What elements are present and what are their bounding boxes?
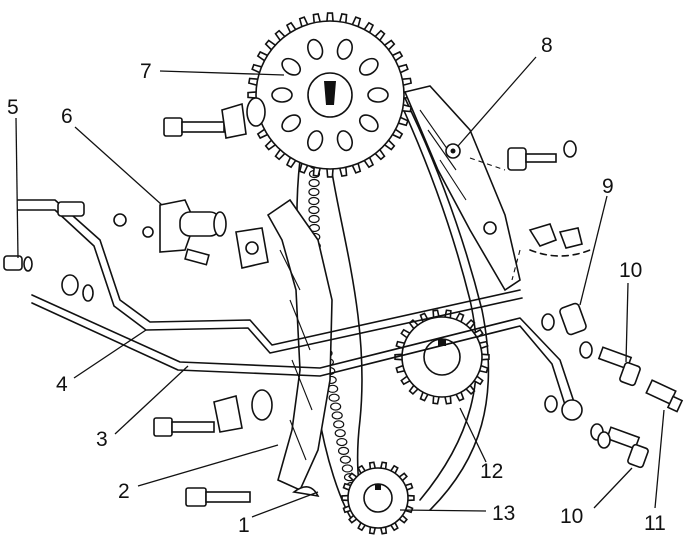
crankshaft-sprocket [341,461,415,535]
tensioner-gasket [235,227,269,269]
callout-10-lower: 10 [560,505,583,528]
callout-labels: 1 2 3 4 5 6 7 8 9 10 10 11 12 13 [7,34,666,537]
callout-8: 8 [541,34,553,57]
chain-link [337,446,350,455]
sprocket-hole [281,57,302,76]
sprocket-hole [271,87,293,103]
banjo-bolt-lower [605,426,649,469]
banjo-bolt-left [3,255,94,302]
guide-mount-bolt [507,140,577,171]
callout-5: 5 [7,96,19,119]
sprocket-hole [358,57,379,76]
chain-link [308,178,320,188]
banjo-bolt-upper [597,346,641,387]
chain-link [308,205,320,215]
intermediate-sprocket [394,309,490,405]
callout-11: 11 [644,512,666,535]
chain-link [308,196,320,206]
oil-pipe-lower [31,294,576,409]
chain-link [336,437,348,447]
sealing-washers [541,313,611,449]
chain-link [339,455,352,464]
chain-link [333,420,345,429]
callout-12: 12 [480,460,503,483]
sprocket-hole [281,114,302,133]
callout-9: 9 [602,175,614,198]
leader-lines [15,56,665,518]
tensioner-rail [266,198,333,492]
chain-link [334,429,346,438]
guide-pivot-bolt [153,389,273,437]
sprocket-hole [358,114,379,133]
chain-link [331,411,343,420]
chain-link [341,464,353,473]
sprocket-hole [336,38,353,60]
callout-3: 3 [96,428,108,451]
chain-link [308,187,320,197]
sprocket-hole [336,130,353,152]
chain-tensioner [159,199,227,266]
callout-10-upper: 10 [619,259,642,282]
sprocket-hole [307,38,324,60]
callout-13: 13 [492,502,515,525]
chain-guide-rail [403,85,521,292]
callout-7: 7 [140,60,152,83]
assembly-lines [469,157,521,281]
tensioner-rail-bolt [185,487,251,507]
camshaft-sprocket [247,12,413,178]
callout-4: 4 [56,373,68,396]
sprocket-hole [307,130,324,152]
chain-link [328,393,340,402]
callout-2: 2 [118,480,130,503]
banjo-fitting [559,302,587,421]
callout-1: 1 [238,514,250,537]
oil-pressure-switch [645,379,684,413]
pipe-union-nut [57,201,154,238]
callout-6: 6 [61,105,73,128]
camshaft-bolt [163,97,266,139]
chain-link [308,214,320,224]
chain-link [330,402,342,411]
sprocket-hole [367,87,389,103]
chain-clips [528,223,591,257]
